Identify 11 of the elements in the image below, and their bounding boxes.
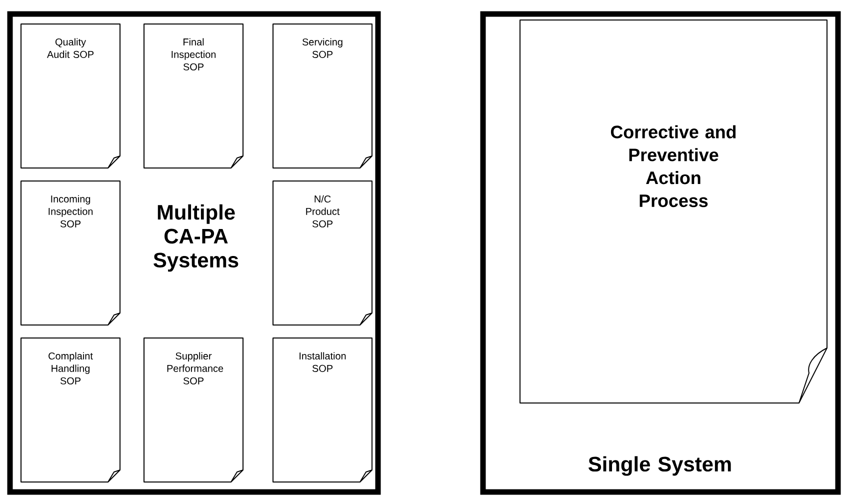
- document-sheet: Incoming Inspection SOP: [20, 180, 120, 326]
- document-sheet: Complaint Handling SOP: [20, 338, 120, 482]
- document-sheet: Quality Audit SOP: [20, 24, 120, 168]
- document-sheet: N/C Product SOP: [272, 180, 372, 326]
- document-sheet: Corrective and Preventive Action Process: [520, 20, 828, 404]
- panel-title: Multiple CA-PA Systems: [154, 204, 238, 272]
- document-sheet: Final Inspection SOP: [144, 24, 244, 168]
- panel-title: Single System: [588, 456, 731, 476]
- document-sheet: Servicing SOP: [272, 24, 372, 168]
- document-sheet: Installation SOP: [272, 338, 372, 482]
- document-sheet: Supplier Performance SOP: [144, 338, 244, 482]
